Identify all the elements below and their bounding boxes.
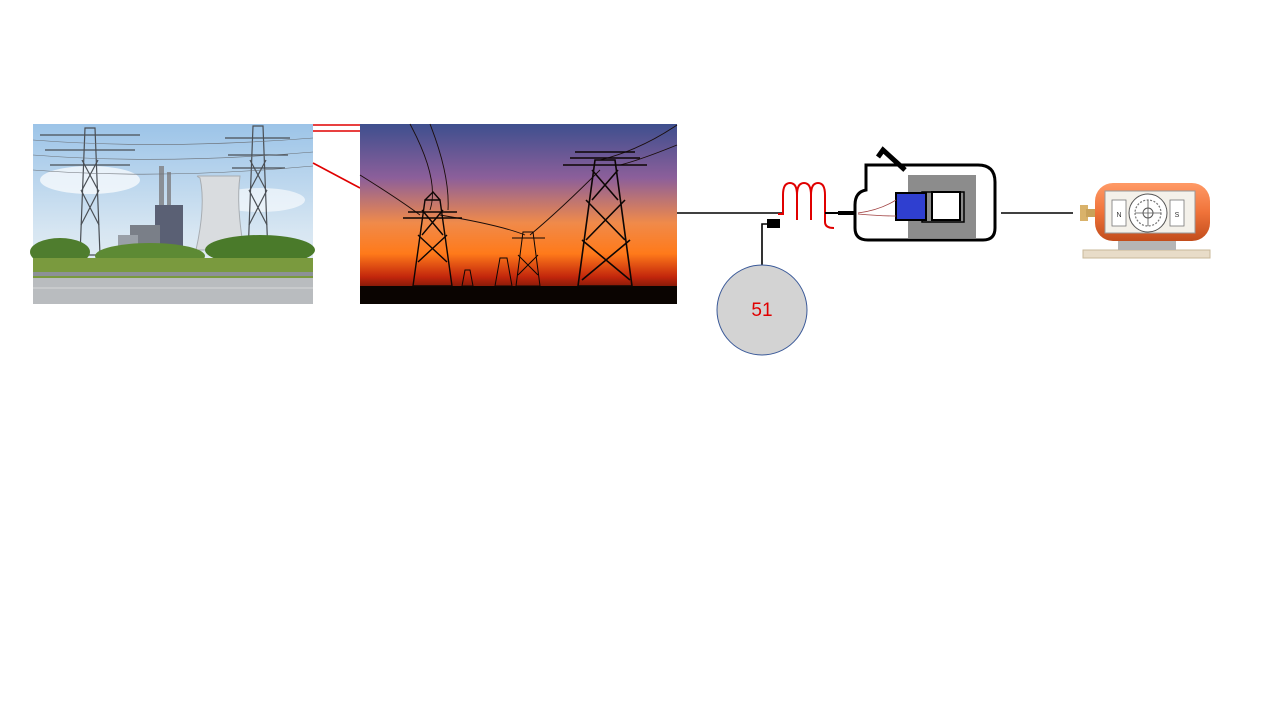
- relay-connection: [761, 223, 767, 266]
- ct-terminal-icon: [767, 219, 780, 228]
- transmission-towers-photo: [359, 123, 678, 304]
- feeder-lines: [312, 124, 361, 189]
- circuit-breaker-icon: [838, 146, 997, 242]
- svg-text:S: S: [1175, 212, 1180, 219]
- power-plant-photo: [30, 124, 315, 304]
- svg-text:N: N: [1116, 212, 1121, 219]
- current-transformer-coil-icon: [778, 181, 835, 229]
- relay-label: 51: [751, 300, 772, 321]
- overcurrent-relay: 51: [716, 264, 808, 356]
- electric-motor-icon: N S: [1080, 183, 1211, 259]
